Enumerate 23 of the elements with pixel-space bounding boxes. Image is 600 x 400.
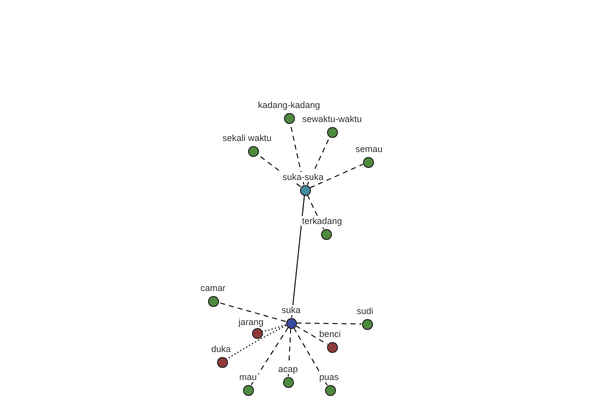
connector-line: [288, 328, 292, 377]
node-label: suka-suka: [281, 172, 325, 182]
connector-line: [295, 325, 328, 345]
node-label: duka: [210, 344, 232, 354]
node-label: benci: [318, 328, 342, 338]
node-label: acap: [277, 364, 299, 374]
connector-line: [296, 322, 362, 324]
node-label: jarang: [237, 316, 265, 326]
node-label: kadang-kadang: [256, 100, 322, 110]
connector-line: [293, 327, 328, 386]
node-label: mau: [238, 372, 258, 382]
connector-line: [226, 325, 287, 360]
node-label: sudi: [356, 306, 374, 316]
node-label: sekali waktu: [221, 132, 273, 142]
node-label: sewaktu-waktu: [301, 114, 363, 124]
connector-line: [291, 194, 305, 318]
node-label: puas: [318, 372, 340, 382]
node-label: suka: [280, 304, 302, 314]
connector-line: [306, 194, 324, 230]
connector-line: [218, 302, 286, 322]
node-label: terkadang: [300, 216, 344, 226]
connector-line: [250, 327, 289, 386]
connector-line: [310, 164, 364, 188]
